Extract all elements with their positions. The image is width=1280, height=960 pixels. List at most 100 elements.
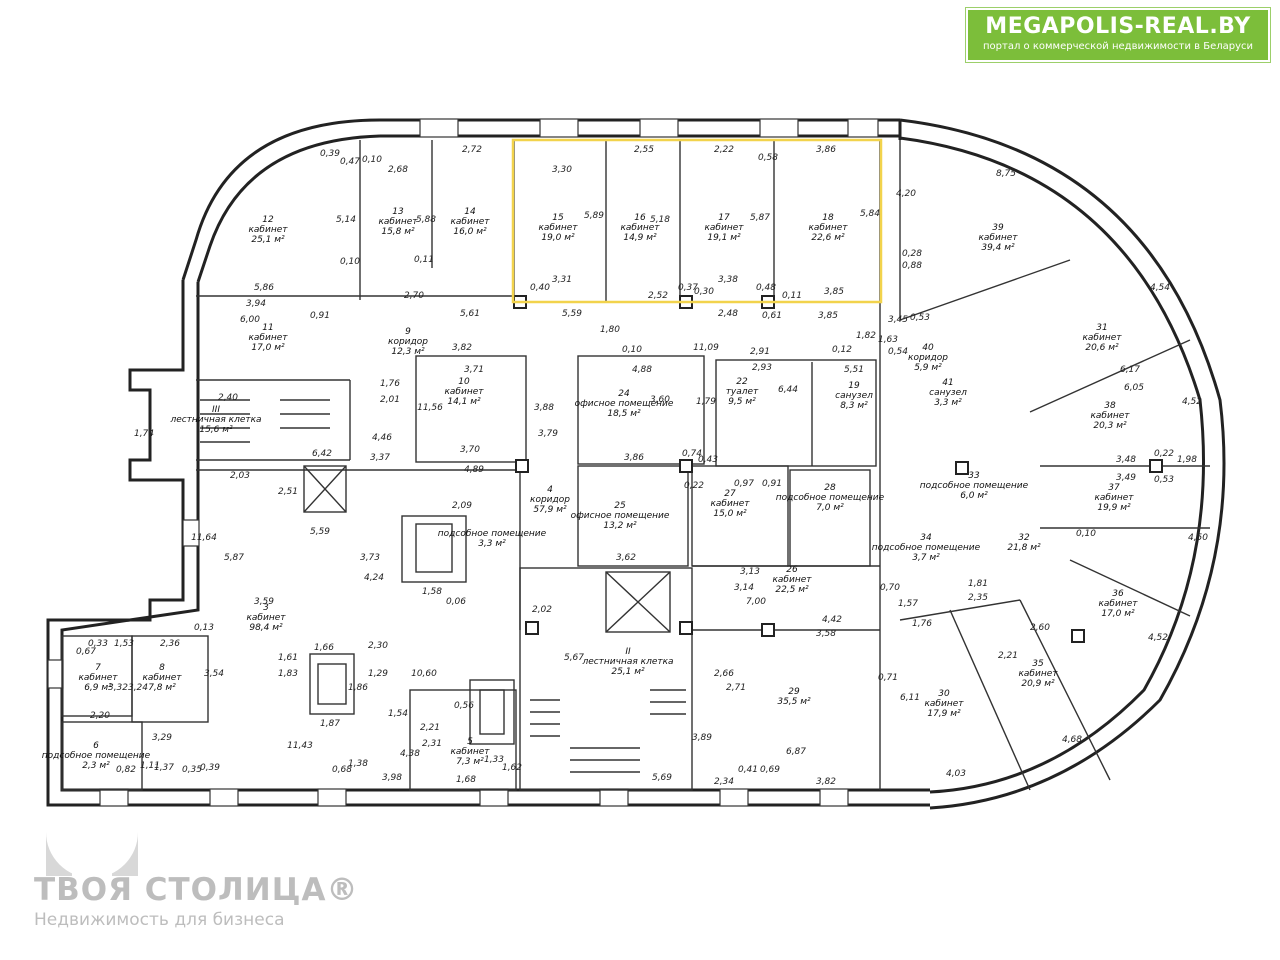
- stair-treads: [200, 399, 686, 773]
- dimension-label: 6,44: [778, 385, 798, 395]
- dimension-label: 2,02: [532, 605, 552, 615]
- dimension-label: 2,35: [968, 593, 988, 603]
- dimension-label: 2,09: [452, 501, 472, 511]
- dimension-label: 3,82: [452, 343, 472, 353]
- dimension-label: 0,82: [116, 765, 136, 775]
- dimension-label: 2,31: [422, 739, 442, 749]
- site-brand-banner[interactable]: MEGAPOLIS-REAL.BY портал о коммерческой …: [966, 8, 1270, 62]
- dimension-label: 1,63: [878, 335, 898, 345]
- dimension-label: 3,82: [816, 777, 836, 787]
- dimension-label: 0,11: [782, 291, 802, 301]
- dimension-label: 0,43: [698, 455, 718, 465]
- dimension-label: 3,31: [552, 275, 572, 285]
- dimension-label: 2,48: [718, 309, 738, 319]
- dimension-label: 1,87: [320, 719, 340, 729]
- dimension-label: 5,88: [416, 215, 436, 225]
- interior-walls: [61, 140, 1210, 791]
- dimension-label: 2,55: [634, 145, 654, 155]
- dimension-label: 2,40: [218, 393, 238, 403]
- dimension-label: 2,34: [714, 777, 734, 787]
- dimension-label: 11,64: [191, 533, 217, 543]
- dimension-label: 0,06: [446, 597, 466, 607]
- dimension-label: 2,51: [278, 487, 298, 497]
- dimension-label: 1,74: [134, 429, 154, 439]
- dimension-label: 1,53: [114, 639, 134, 649]
- dimension-label: 3,58: [816, 629, 836, 639]
- dimension-label: 0,35: [182, 765, 202, 775]
- dimension-label: 2,93: [752, 363, 772, 373]
- dimension-label: 4,88: [632, 365, 652, 375]
- dimension-label: 6,11: [900, 693, 920, 703]
- dimension-label: 0,97: [734, 479, 754, 489]
- dimension-label: 2,21: [420, 723, 440, 733]
- dimension-label: 3,38: [718, 275, 738, 285]
- dimension-label: 0,41: [738, 765, 758, 775]
- dimension-label: 3,13: [740, 567, 760, 577]
- dimension-label: 2,22: [714, 145, 734, 155]
- watermark-name: ТВОЯ СТОЛИЦА®: [34, 872, 359, 908]
- dimension-label: 4,52: [1148, 633, 1168, 643]
- dimension-label: 5,18: [650, 215, 670, 225]
- dimension-label: 2,01: [380, 395, 400, 405]
- dimension-label: 4,24: [364, 573, 384, 583]
- dimension-label: 1,68: [456, 775, 476, 785]
- agency-logo-icon: [46, 786, 138, 876]
- dimension-label: 4,20: [896, 189, 916, 199]
- dimension-label: 1,79: [696, 397, 716, 407]
- dimension-label: 3,14: [734, 583, 754, 593]
- dimension-label: 6,00: [240, 315, 260, 325]
- dimension-label: 3,79: [538, 429, 558, 439]
- dimension-label: 1,37: [154, 763, 174, 773]
- dimension-label: 0,30: [694, 287, 714, 297]
- dimension-label: 0,56: [454, 701, 474, 711]
- dimension-label: 3,86: [624, 453, 644, 463]
- dimension-label: 10,60: [411, 669, 437, 679]
- dimension-label: 3,48: [1116, 455, 1136, 465]
- highlighted-rooms-outline[interactable]: [511, 138, 883, 304]
- dimension-label: 0,22: [1154, 449, 1174, 459]
- dimension-label: 2,03: [230, 471, 250, 481]
- dimension-label: 3,24: [128, 683, 148, 693]
- dimension-label: 5,89: [584, 211, 604, 221]
- dimension-label: 1,57: [898, 599, 918, 609]
